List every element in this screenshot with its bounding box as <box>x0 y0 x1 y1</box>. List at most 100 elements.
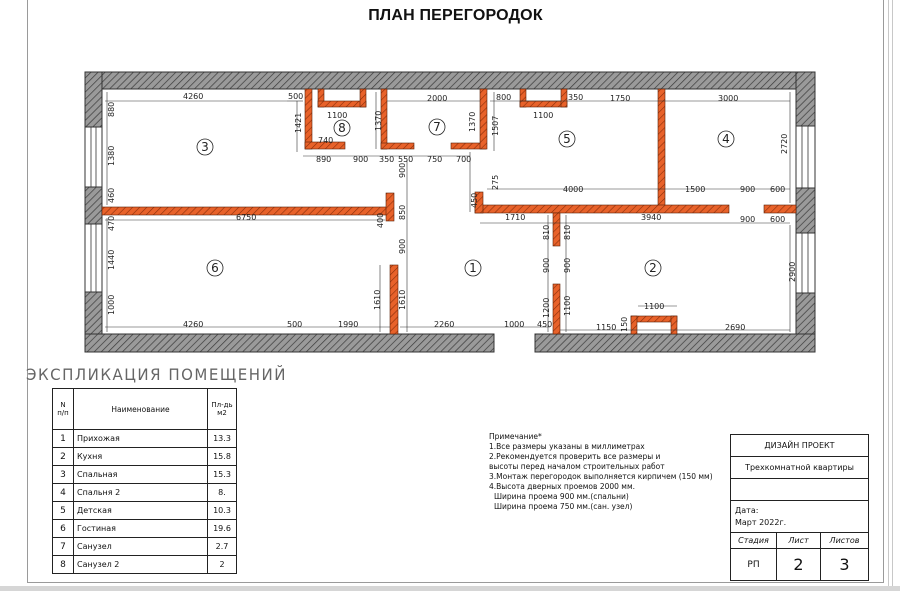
exterior-walls <box>84 71 816 353</box>
row-num: 7 <box>52 537 74 556</box>
svg-text:2260: 2260 <box>434 320 454 329</box>
partitions <box>101 88 797 335</box>
stamp-empty-row <box>731 479 868 501</box>
svg-text:900: 900 <box>740 215 755 224</box>
note-line: Ширина проема 900 мм.(спальни) <box>494 492 629 501</box>
row-num: 3 <box>52 465 74 484</box>
col-area: Пл-дь м2 <box>207 388 237 430</box>
svg-text:6750: 6750 <box>236 213 256 222</box>
dimension-lines <box>105 92 791 332</box>
sheet-label: Лист <box>777 533 820 549</box>
row-num: 1 <box>52 429 74 448</box>
row-num: 2 <box>52 447 74 466</box>
svg-text:4000: 4000 <box>563 185 583 194</box>
svg-text:880: 880 <box>107 102 116 117</box>
svg-text:700: 700 <box>456 155 471 164</box>
title-block: ДИЗАЙН ПРОЕКТ Трехкомнатной квартиры Дат… <box>730 434 869 581</box>
row-name: Санузел <box>73 537 208 556</box>
row-area: 15.8 <box>207 447 237 466</box>
svg-text:8: 8 <box>338 121 346 135</box>
svg-text:1610: 1610 <box>373 290 382 310</box>
note-line: 2.Рекомендуется проверить все размеры и <box>489 452 661 461</box>
svg-text:3940: 3940 <box>641 213 661 222</box>
svg-text:3: 3 <box>201 140 209 154</box>
row-num: 5 <box>52 501 74 520</box>
sheets-label: Листов <box>821 533 868 549</box>
svg-text:740: 740 <box>318 136 333 145</box>
svg-text:450: 450 <box>470 193 479 208</box>
row-name: Санузел 2 <box>73 555 208 574</box>
row-area: 15.3 <box>207 465 237 484</box>
svg-text:1100: 1100 <box>644 302 664 311</box>
room-label-3: 3 <box>196 138 214 156</box>
bottom-bar <box>0 586 900 591</box>
room-label-4: 4 <box>717 130 735 148</box>
row-num: 6 <box>52 519 74 538</box>
svg-text:1750: 1750 <box>610 94 630 103</box>
room-label-1: 1 <box>464 259 482 277</box>
svg-text:1380: 1380 <box>107 146 116 166</box>
svg-text:1000: 1000 <box>504 320 524 329</box>
svg-text:350: 350 <box>568 93 583 102</box>
svg-text:1507: 1507 <box>491 116 500 136</box>
svg-text:1500: 1500 <box>685 185 705 194</box>
row-area: 19.6 <box>207 519 237 538</box>
svg-text:1440: 1440 <box>107 250 116 270</box>
svg-text:2720: 2720 <box>780 134 789 154</box>
svg-text:890: 890 <box>316 155 331 164</box>
svg-text:3000: 3000 <box>718 94 738 103</box>
svg-text:4260: 4260 <box>183 92 203 101</box>
stamp-subject: Трехкомнатной квартиры <box>731 457 868 479</box>
svg-text:2690: 2690 <box>725 323 745 332</box>
room-label-7: 7 <box>428 118 446 136</box>
svg-text:800: 800 <box>496 93 511 102</box>
sheets-col: Листов 3 <box>821 533 868 580</box>
row-num: 8 <box>52 555 74 574</box>
sheet-value: 2 <box>793 555 804 574</box>
note-line: высоты перед началом строительных работ <box>489 462 665 471</box>
svg-text:470: 470 <box>107 216 116 231</box>
note-line: Ширина проема 750 мм.(сан. узел) <box>494 502 633 511</box>
row-area: 8. <box>207 483 237 502</box>
row-area: 2.7 <box>207 537 237 556</box>
svg-text:4260: 4260 <box>183 320 203 329</box>
row-name: Спальная <box>73 465 208 484</box>
row-num: 4 <box>52 483 74 502</box>
stamp-date: Дата: Март 2022г. <box>731 501 868 533</box>
svg-text:900: 900 <box>740 185 755 194</box>
svg-text:350: 350 <box>379 155 394 164</box>
sheets-value: 3 <box>839 555 850 574</box>
svg-text:1421: 1421 <box>294 113 303 133</box>
svg-text:4: 4 <box>722 132 730 146</box>
row-name: Спальня 2 <box>73 483 208 502</box>
svg-text:500: 500 <box>288 92 303 101</box>
svg-text:1990: 1990 <box>338 320 358 329</box>
row-name: Кухня <box>73 447 208 466</box>
svg-text:5: 5 <box>563 132 571 146</box>
svg-text:850: 850 <box>398 205 407 220</box>
room-label-6: 6 <box>206 259 224 277</box>
note-line: 4.Высота дверных проемов 2000 мм. <box>489 482 636 491</box>
svg-text:900: 900 <box>398 163 407 178</box>
svg-text:550: 550 <box>398 155 413 164</box>
row-area: 2 <box>207 555 237 574</box>
svg-text:900: 900 <box>398 239 407 254</box>
svg-text:500: 500 <box>287 320 302 329</box>
svg-text:810: 810 <box>542 225 551 240</box>
svg-text:6: 6 <box>211 261 219 275</box>
notes-block: Примечание* 1.Все размеры указаны в милл… <box>489 432 713 512</box>
svg-text:600: 600 <box>770 185 785 194</box>
svg-text:810: 810 <box>563 225 572 240</box>
svg-text:275: 275 <box>491 175 500 190</box>
svg-text:900: 900 <box>542 258 551 273</box>
svg-text:1100: 1100 <box>327 111 347 120</box>
explication-title: ЭКСПЛИКАЦИЯ ПОМЕЩЕНИЙ <box>26 365 287 385</box>
svg-text:150: 150 <box>620 317 629 332</box>
sheet-edge <box>888 0 893 591</box>
